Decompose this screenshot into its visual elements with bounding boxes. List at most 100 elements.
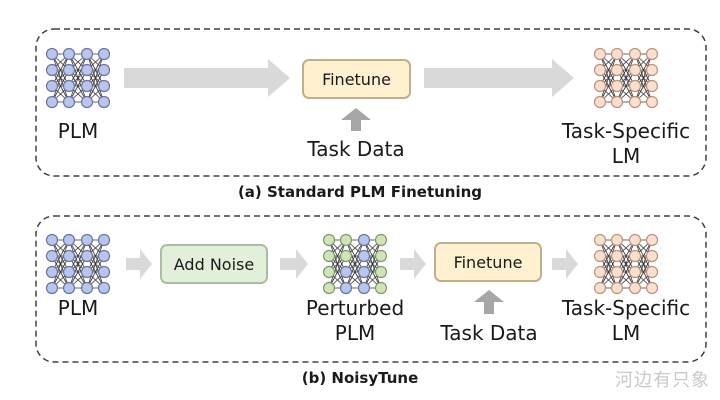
network-node: [628, 79, 642, 93]
panel-b-arrow-to-noise-icon: [126, 249, 152, 279]
network-node: [80, 233, 94, 247]
network-node: [45, 265, 59, 279]
network-node: [62, 233, 76, 247]
network-edge: [616, 255, 636, 289]
network-node: [80, 281, 94, 295]
network-node: [80, 265, 94, 279]
network-edge: [86, 239, 105, 289]
network-node: [593, 79, 607, 93]
arrows-layer: [124, 59, 578, 314]
network-edge: [51, 53, 70, 103]
network-node: [45, 281, 59, 295]
network-edge: [363, 239, 382, 289]
network-node: [610, 281, 624, 295]
network-node: [357, 249, 371, 263]
network-node: [610, 95, 624, 109]
network-node: [339, 233, 353, 247]
network-node: [593, 47, 607, 61]
network-node: [610, 63, 624, 77]
panel-b-arrow-to-output-icon: [552, 249, 578, 279]
network-node: [374, 249, 388, 263]
network-edge: [68, 53, 88, 87]
network-node: [645, 95, 659, 109]
network-node: [628, 281, 642, 295]
network-edge: [68, 69, 88, 103]
network-node: [322, 281, 336, 295]
panel-b-arrow-to-perturbed-icon: [280, 249, 308, 279]
network-node: [593, 281, 607, 295]
network-edge: [616, 69, 636, 103]
network-node: [322, 249, 336, 263]
perturbed-plm-network-icon: [322, 233, 388, 295]
network-node: [610, 233, 624, 247]
network-node: [45, 63, 59, 77]
network-edge: [345, 239, 365, 273]
panel-b-arrow-to-finetune-icon: [400, 249, 426, 279]
panel-b-plm-network-icon: [45, 233, 111, 295]
network-node: [628, 95, 642, 109]
panel-b-task-data-up-arrow-icon: [474, 290, 504, 314]
network-node: [97, 47, 111, 61]
network-edge: [616, 239, 636, 273]
network-edge: [345, 255, 365, 289]
network-edge: [68, 239, 88, 289]
panel-a-task-data-label: Task Data: [307, 137, 405, 161]
network-node: [62, 249, 76, 263]
panel-b-caption: (b) NoisyTune: [301, 369, 419, 387]
network-node: [45, 95, 59, 109]
network-node: [628, 233, 642, 247]
network-node: [628, 265, 642, 279]
perturbed-plm-label-line1: Perturbed: [305, 296, 405, 320]
network-node: [62, 79, 76, 93]
panel-a-output-label-line2: LM: [611, 144, 641, 168]
network-node: [45, 233, 59, 247]
network-node: [593, 63, 607, 77]
network-node: [645, 63, 659, 77]
network-node: [62, 281, 76, 295]
panel-b-output-label-line1: Task-Specific: [561, 296, 691, 320]
network-node: [374, 281, 388, 295]
network-node: [610, 47, 624, 61]
network-edge: [616, 53, 636, 87]
network-node: [45, 249, 59, 263]
network-edge: [68, 255, 88, 289]
network-node: [628, 47, 642, 61]
network-node: [610, 249, 624, 263]
network-node: [62, 95, 76, 109]
network-node: [62, 63, 76, 77]
network-node: [374, 233, 388, 247]
network-node: [357, 281, 371, 295]
panel-b-finetune-label: Finetune: [453, 252, 523, 272]
network-node: [45, 79, 59, 93]
network-node: [645, 79, 659, 93]
network-node: [62, 47, 76, 61]
network-node: [593, 265, 607, 279]
panel-b-plm-label: PLM: [57, 296, 99, 320]
network-node: [97, 249, 111, 263]
network-node: [97, 233, 111, 247]
network-edge: [634, 53, 653, 103]
panel-b-output-label-line2: LM: [611, 321, 641, 345]
network-node: [62, 265, 76, 279]
panel-a-finetune-label: Finetune: [322, 69, 391, 89]
network-node: [357, 233, 371, 247]
network-node: [80, 79, 94, 93]
network-node: [374, 265, 388, 279]
watermark-text: 河边有只象: [615, 370, 710, 391]
panel-a-finetune-box: Finetune: [302, 59, 411, 99]
network-node: [80, 47, 94, 61]
network-node: [357, 265, 371, 279]
network-node: [97, 95, 111, 109]
network-node: [645, 233, 659, 247]
panel-a-output-network-icon: [593, 47, 659, 109]
add-noise-box: Add Noise: [160, 244, 268, 284]
network-edge: [51, 239, 70, 289]
network-node: [645, 281, 659, 295]
network-edge: [634, 239, 653, 289]
panel-b-task-data-label: Task Data: [440, 321, 538, 345]
network-edge: [86, 53, 105, 103]
network-node: [628, 249, 642, 263]
network-node: [593, 95, 607, 109]
network-edge: [616, 53, 636, 103]
